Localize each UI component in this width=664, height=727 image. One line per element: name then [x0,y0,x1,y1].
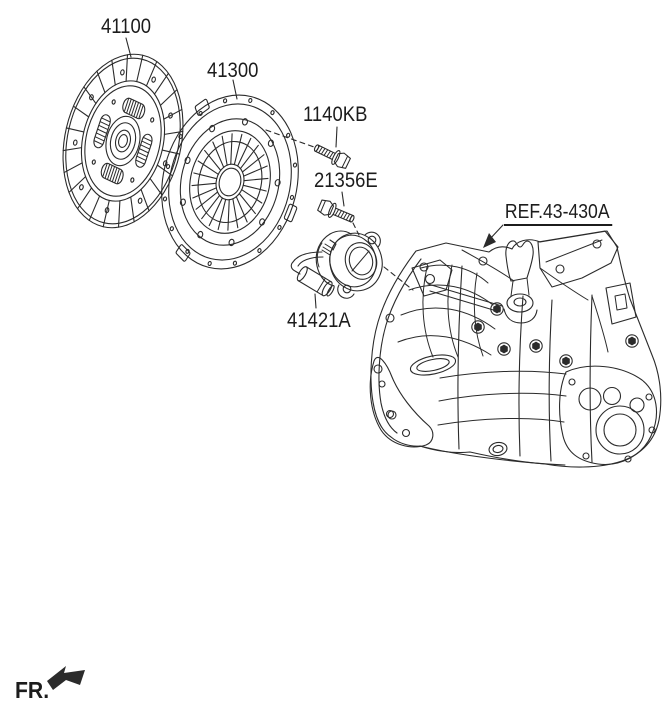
alignment-dashes [266,130,413,290]
bolt-1140kb-drawing [311,139,352,171]
leader-lines [126,38,344,308]
ref-arrow [483,225,503,248]
part-label-bolt-lower: 21356E [314,169,378,192]
clutch-disc-drawing [62,42,184,240]
front-direction-label: FR. [15,677,50,703]
part-label-clutch-cover: 41300 [207,59,259,82]
transmission-drawing [370,231,661,467]
part-label-release-cylinder: 41421A [287,309,351,332]
release-cylinder-drawing [291,227,388,298]
transmission-ref-label: REF.43-430A [504,202,613,226]
fr-direction-arrow [47,666,85,690]
part-label-clutch-disc: 41100 [101,15,152,38]
part-label-bolt-upper: 1140KB [303,103,368,126]
clutch-cover-drawing [144,80,321,285]
bolt-21356e-drawing [316,197,358,227]
